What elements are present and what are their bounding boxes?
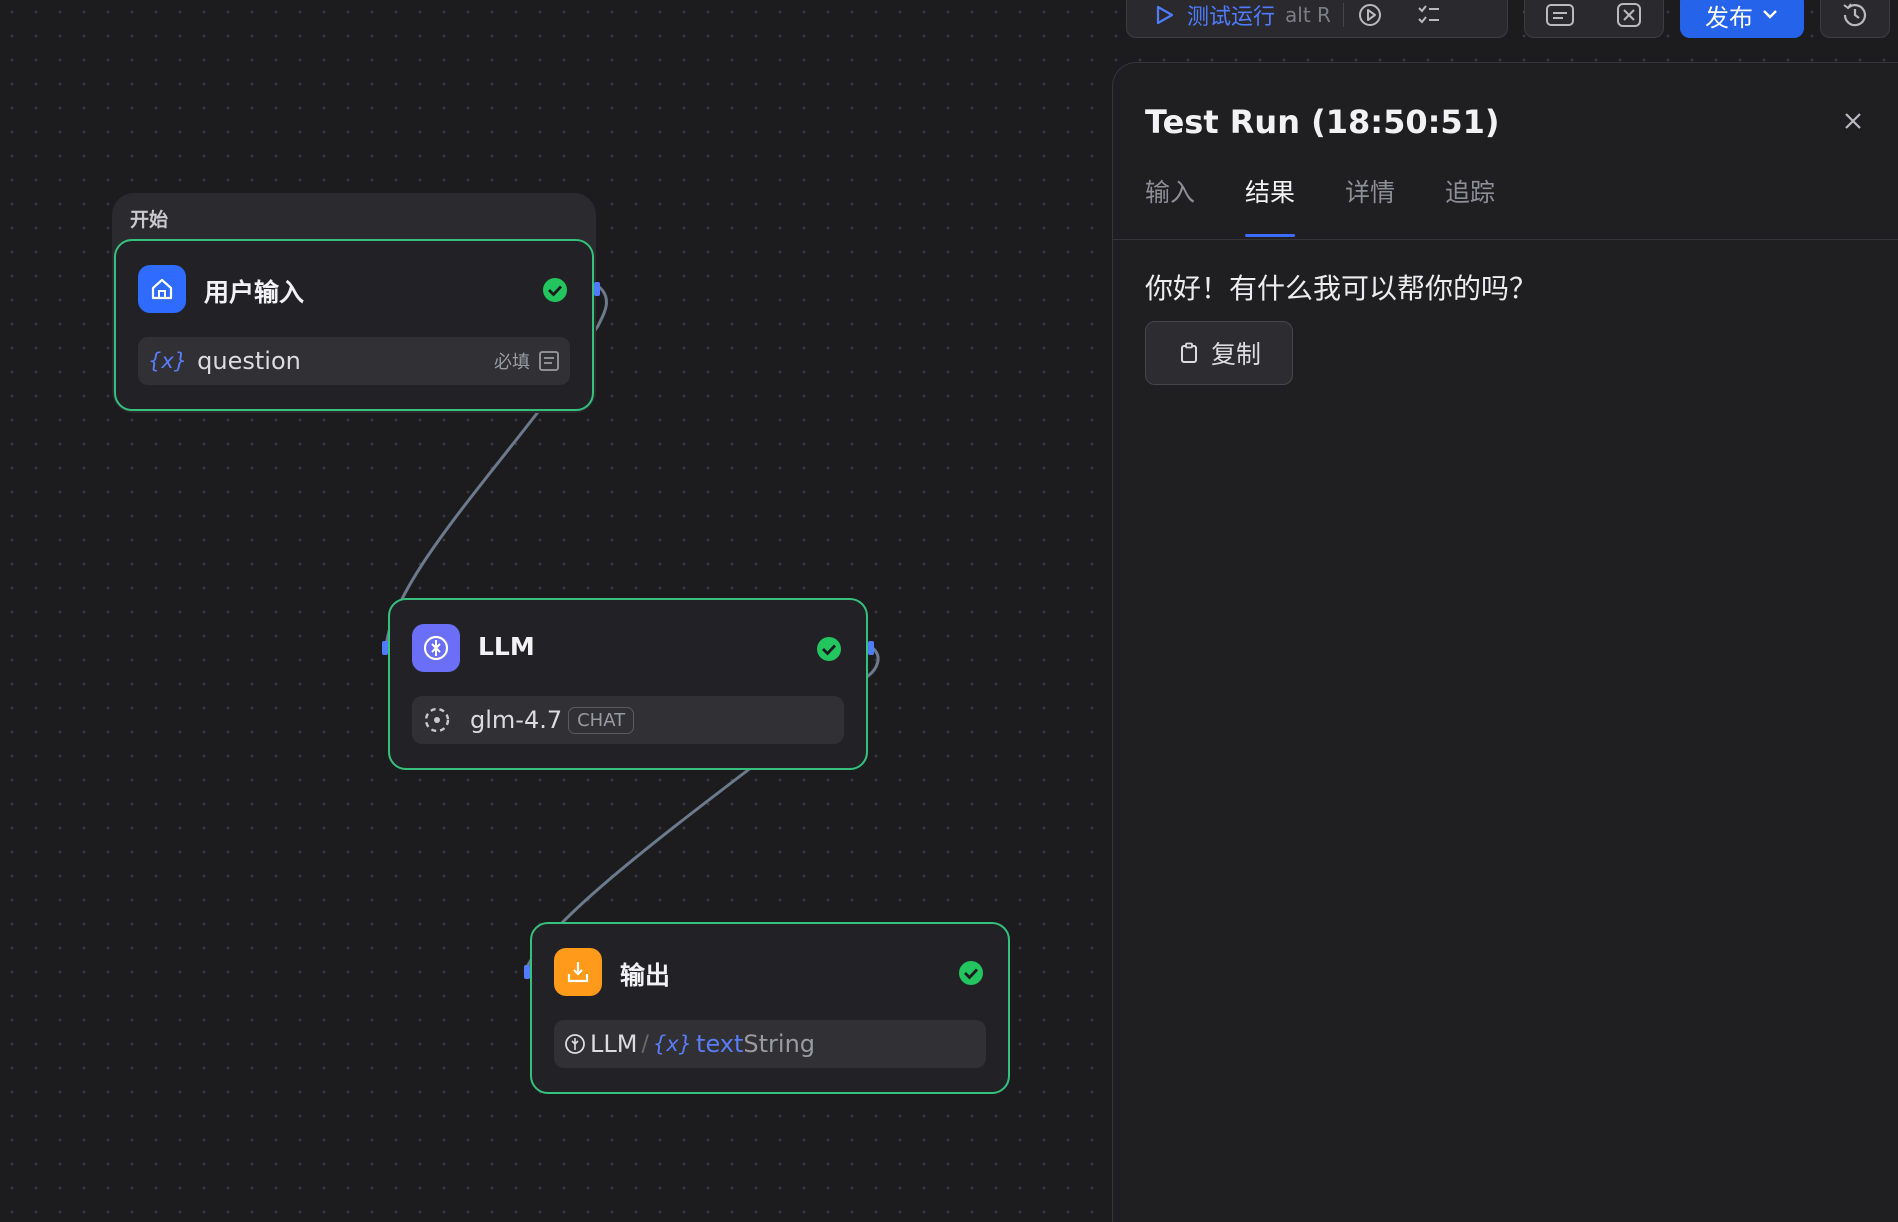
toolbar-env-group <box>1524 0 1664 38</box>
test-run-button[interactable]: 测试运行 <box>1187 5 1276 30</box>
output-port[interactable] <box>868 641 874 655</box>
llm-ref-icon <box>564 1033 586 1055</box>
variable-icon[interactable] <box>1614 0 1644 30</box>
check-circle-icon <box>543 278 567 302</box>
start-group-title: 开始 <box>130 209 169 231</box>
input-port[interactable] <box>524 965 530 979</box>
input-port[interactable] <box>382 641 388 655</box>
clipboard-icon <box>1177 341 1201 365</box>
result-text: 你好！有什么我可以帮你的吗？ <box>1145 272 1538 305</box>
llm-icon <box>412 624 460 672</box>
toolbar-run-group: 测试运行 alt R <box>1126 0 1508 38</box>
ref-separator: / <box>641 1031 649 1057</box>
node-title: 输出 <box>620 961 671 990</box>
ref-type: String <box>743 1030 816 1058</box>
toolbar-divider <box>1342 3 1344 27</box>
ref-variable: text <box>696 1030 744 1058</box>
output-reference-field[interactable]: LLM / {x} text String <box>554 1020 986 1068</box>
panel-tabs: 输入 结果 详情 追踪 <box>1145 173 1495 237</box>
model-field[interactable]: glm-4.7 CHAT <box>412 696 844 744</box>
required-label: 必填 <box>494 352 530 373</box>
output-icon <box>554 948 602 996</box>
model-icon <box>422 705 452 735</box>
close-icon[interactable] <box>1839 107 1867 135</box>
input-field-question[interactable]: {x} question 必填 <box>138 337 570 385</box>
test-run-panel: Test Run (18:50:51) 输入 结果 详情 追踪 你好！有什么我可… <box>1112 62 1898 1222</box>
variable-symbol: {x} <box>148 349 188 373</box>
env-icon[interactable] <box>1545 0 1575 30</box>
model-name: glm-4.7 <box>470 706 563 734</box>
field-name: question <box>197 347 301 375</box>
check-circle-icon <box>817 637 841 661</box>
node-llm[interactable]: LLM glm-4.7 CHAT <box>382 598 874 770</box>
tab-details[interactable]: 详情 <box>1345 178 1396 207</box>
ref-node-name: LLM <box>590 1030 638 1058</box>
tabs-divider <box>1113 239 1898 240</box>
text-field-icon <box>538 350 560 372</box>
debug-history-icon[interactable] <box>1356 0 1386 30</box>
node-title: 用户输入 <box>204 278 305 307</box>
panel-title: Test Run (18:50:51) <box>1145 103 1500 141</box>
node-output[interactable]: 输出 LLM / {x} text String <box>524 922 1010 1094</box>
node-title: LLM <box>478 632 535 661</box>
toolbar-history-group <box>1820 0 1890 38</box>
chevron-down-icon <box>1761 1 1779 29</box>
check-circle-icon <box>959 961 983 985</box>
copy-label: 复制 <box>1210 340 1261 369</box>
publish-label: 发布 <box>1705 3 1753 32</box>
node-user-input[interactable]: 用户输入 {x} question 必填 <box>114 239 600 411</box>
variable-symbol: {x} <box>652 1032 693 1056</box>
tab-trace[interactable]: 追踪 <box>1445 178 1496 207</box>
tab-input[interactable]: 输入 <box>1145 178 1196 207</box>
checklist-icon[interactable] <box>1414 0 1444 30</box>
output-port[interactable] <box>594 282 600 296</box>
test-run-shortcut: alt R <box>1285 3 1331 27</box>
tab-result[interactable]: 结果 <box>1245 173 1296 237</box>
copy-button[interactable]: 复制 <box>1145 321 1293 385</box>
model-type-badge: CHAT <box>568 706 635 734</box>
play-icon[interactable] <box>1149 0 1179 30</box>
history-icon[interactable] <box>1840 0 1870 30</box>
publish-button[interactable]: 发布 <box>1680 0 1804 38</box>
home-icon <box>138 265 186 313</box>
